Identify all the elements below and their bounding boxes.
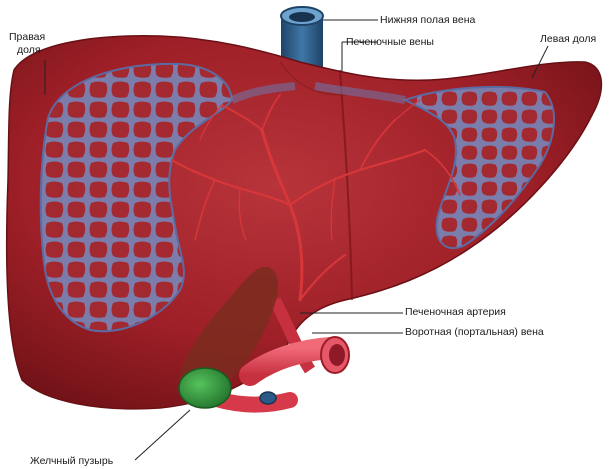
label-hepatic-artery: Печеночная артерия <box>405 306 506 319</box>
label-inferior-vena-cava: Нижняя полая вена <box>380 14 475 27</box>
label-portal-vein: Воротная (портальная) вена <box>405 326 544 339</box>
label-hepatic-veins: Печеночные вены <box>346 36 434 49</box>
label-right-lobe-line1: Правая <box>9 31 45 44</box>
label-left-lobe: Левая доля <box>540 33 596 46</box>
label-right-lobe-line2: доля <box>17 44 41 57</box>
label-gallbladder: Желчный пузырь <box>30 455 113 468</box>
